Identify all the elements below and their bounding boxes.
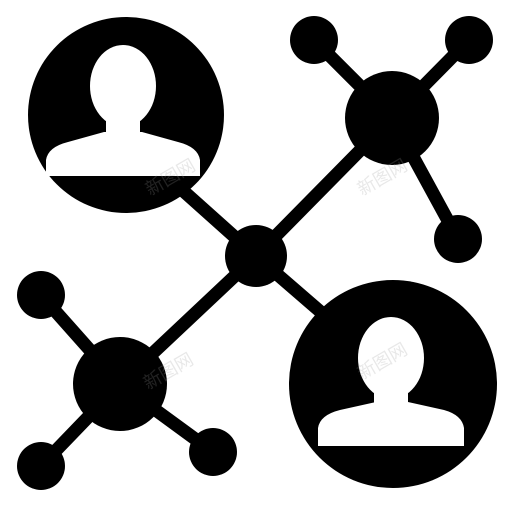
user-silhouette-icon bbox=[46, 45, 200, 176]
lower-left-hub-node bbox=[73, 337, 167, 431]
upper-right-hub-node bbox=[345, 71, 439, 165]
satellite-node bbox=[445, 16, 493, 64]
user-avatar-upper-left bbox=[28, 17, 224, 213]
satellite-node bbox=[17, 442, 65, 490]
satellite-node bbox=[189, 428, 237, 476]
user-avatar-lower-right bbox=[289, 280, 497, 488]
user-silhouette-icon bbox=[318, 317, 464, 446]
central-hub-node bbox=[225, 225, 287, 287]
satellite-node bbox=[434, 215, 482, 263]
satellite-node bbox=[290, 16, 338, 64]
satellite-node bbox=[17, 271, 65, 319]
